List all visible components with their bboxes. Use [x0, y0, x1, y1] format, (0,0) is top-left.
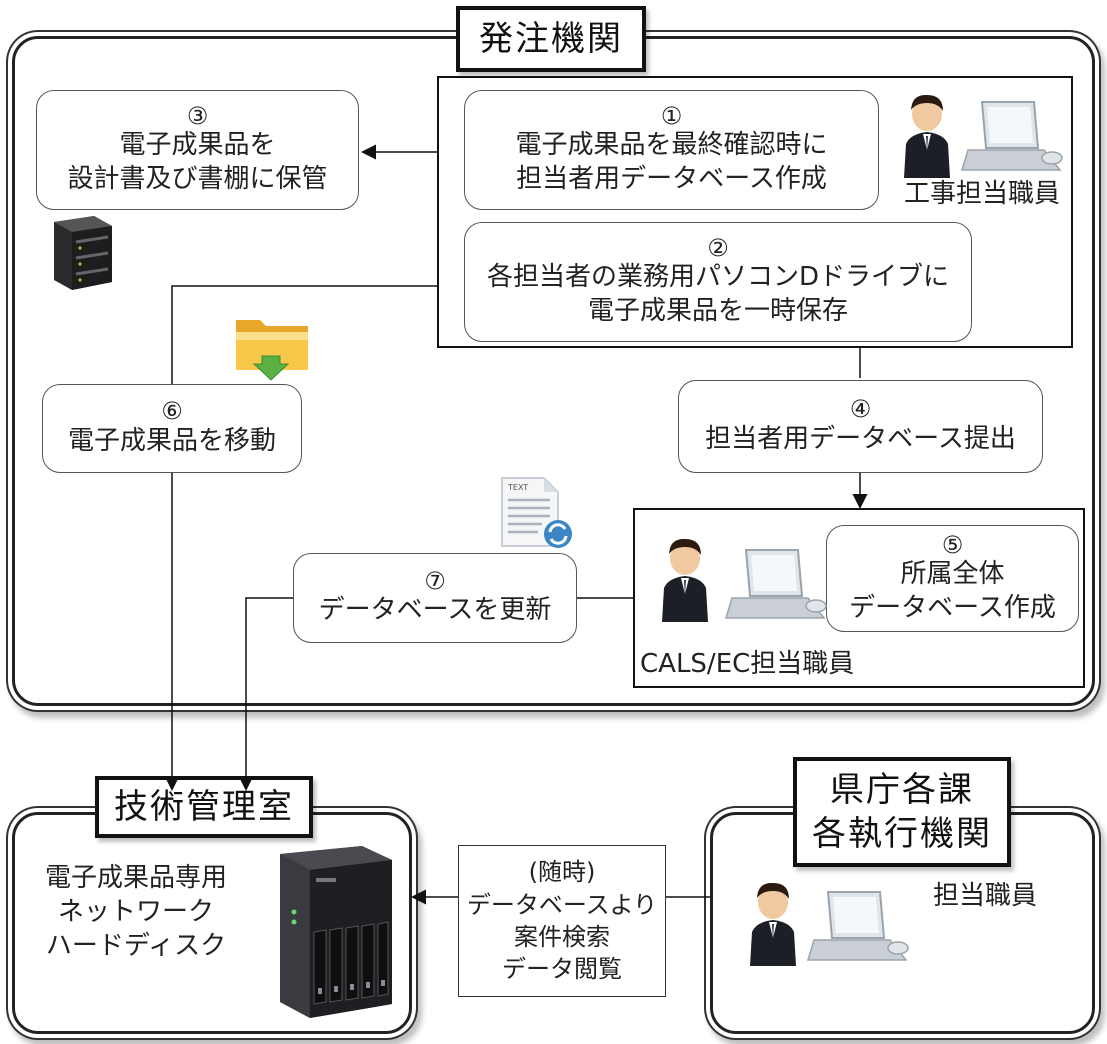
step-2-number: ②: [707, 234, 729, 262]
step-4-box: ④ 担当者用データベース提出: [678, 380, 1043, 473]
search-line1: (随時): [528, 858, 596, 887]
search-line3: 案件検索: [514, 923, 610, 951]
step-5-line1: 所属全体: [900, 558, 1005, 589]
prefecture-title-line1: 県庁各課: [830, 769, 974, 810]
search-line4: データ閲覧: [502, 955, 622, 984]
step-7-line1: データベースを更新: [318, 595, 552, 626]
prefecture-title: 県庁各課 各執行機関: [793, 757, 1011, 867]
step-6-box: ⑥ 電子成果品を移動: [42, 384, 302, 473]
person-icon: [750, 882, 796, 966]
nas-label: 電子成果品専用 ネットワーク ハードディスク: [36, 862, 236, 963]
step-1-number: ①: [660, 102, 683, 130]
step-3-line2: 設計書及び書棚に保管: [67, 164, 328, 195]
step-2-line2: 電子成果品を一時保存: [587, 296, 848, 327]
step-3-line1: 電子成果品を: [119, 130, 276, 161]
search-browse-box: (随時) データベースより 案件検索 データ閲覧: [458, 845, 666, 997]
laptop-icon: [960, 101, 1063, 171]
laptop-icon: [724, 549, 827, 619]
text-document-refresh-icon: TEXT: [501, 477, 572, 548]
step-1-box: ① 電子成果品を最終確認時に 担当者用データベース作成: [464, 90, 879, 210]
step-2-line1: 各担当者の業務用パソコンDドライブに: [486, 262, 950, 293]
ordering-agency-title: 発注機関: [456, 6, 646, 72]
step-7-number: ⑦: [424, 566, 446, 595]
search-line2: データベースより: [466, 890, 658, 919]
nas-label-line3: ハードディスク: [45, 930, 227, 961]
step-4-number: ④: [849, 395, 872, 424]
step-4-line1: 担当者用データベース提出: [705, 423, 1016, 454]
cals-staff-label: CALS/EC担当職員: [640, 649, 855, 679]
step-3-box: ③ 電子成果品を 設計書及び書棚に保管: [36, 90, 359, 210]
server-icon: [54, 216, 112, 290]
step-6-line1: 電子成果品を移動: [67, 425, 276, 456]
step-5-line2: データベース作成: [849, 592, 1056, 623]
step-5-box: ⑤ 所属全体 データベース作成: [826, 525, 1079, 632]
step-6-number: ⑥: [161, 397, 183, 426]
step-7-box: ⑦ データベースを更新: [293, 553, 577, 643]
laptop-icon: [806, 891, 909, 961]
nas-label-line1: 電子成果品専用: [44, 863, 227, 893]
step-2-box: ② 各担当者の業務用パソコンDドライブに 電子成果品を一時保存: [464, 222, 972, 342]
prefecture-title-line2: 各執行機関: [812, 814, 992, 854]
step-1-line1: 電子成果品を最終確認時に: [515, 130, 828, 161]
step-1-line2: 担当者用データベース作成: [516, 164, 827, 195]
staff-label: 担当職員: [932, 881, 1037, 911]
tech-management-title: 技術管理室: [95, 776, 313, 838]
construction-staff-label: 工事担当職員: [903, 179, 1060, 209]
step-3-number: ③: [186, 102, 209, 130]
person-icon: [662, 538, 708, 622]
folder-download-icon: [236, 320, 308, 381]
svg-text:TEXT: TEXT: [507, 483, 528, 492]
person-icon: [904, 94, 950, 178]
nas-icon: [280, 846, 392, 1018]
nas-label-line2: ネットワーク: [57, 896, 214, 927]
step-5-number: ⑤: [941, 530, 964, 559]
